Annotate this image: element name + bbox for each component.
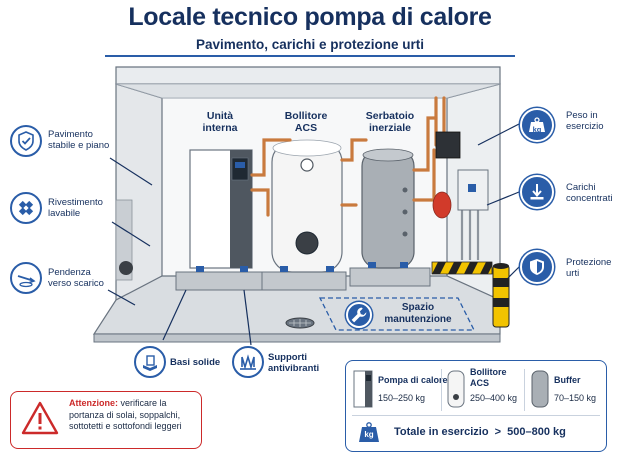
callout-solid-bases: Basi solide — [170, 357, 221, 368]
heat-pump-icon — [352, 369, 374, 409]
indoor-unit-display — [231, 157, 249, 181]
label-indoor-unit: Unità interna — [202, 110, 238, 134]
total-value: 500–800 kg — [507, 426, 566, 438]
maintenance-area — [318, 297, 476, 331]
warning-body: verificare la portanza di solai, soppalc… — [69, 398, 182, 431]
loads-divider-horizontal — [352, 415, 600, 416]
load-item-buffer-range: 70–150 kg — [554, 393, 597, 403]
load-item-boiler-name: Bollitore ACS — [470, 367, 507, 388]
shield-check-icon — [10, 125, 42, 157]
weight-kg-badge: kg — [532, 125, 542, 134]
label-buffer-tank: Serbatoio inerziale — [365, 110, 415, 134]
tile-icon — [10, 192, 42, 224]
shield-icon — [520, 250, 554, 284]
title-divider — [105, 55, 515, 57]
callout-stable-floor: Pavimento stabile e piano — [48, 129, 110, 151]
boiler-icon — [446, 369, 466, 409]
total-label: Totale in esercizio — [394, 426, 489, 438]
callout-anti-vibration: Supporti antivibranti — [268, 352, 320, 374]
ceiling-inner — [115, 83, 501, 99]
load-item-buffer-name: Buffer — [554, 375, 581, 385]
callout-slope-to-drain: Pendenza verso scarico — [48, 267, 104, 289]
expansion-vessel — [432, 191, 452, 219]
weight-kg-icon: kg — [520, 108, 554, 142]
load-item-heat-pump-name: Pompa di calore — [378, 375, 448, 385]
floor-slab-edge — [93, 333, 501, 343]
total-kg-icon: kg — [356, 419, 382, 445]
total-operating-load: Totale in esercizio > 500–800 kg — [394, 426, 566, 438]
total-sign: > — [494, 426, 502, 438]
warning-triangle-icon — [20, 400, 60, 436]
buffer-tank-icon — [530, 369, 550, 409]
arrow-down-load-icon — [520, 175, 554, 209]
base-boiler — [261, 271, 347, 291]
pipe-manifold — [435, 131, 461, 159]
callout-leaders — [107, 123, 521, 346]
hazard-stripe — [431, 261, 493, 275]
loads-summary-box: Pompa di calore 150–250 kg Bollitore ACS… — [345, 360, 607, 452]
load-item-boiler-range: 250–400 kg — [470, 393, 518, 403]
callout-concentrated-loads: Carichi concentrati — [566, 182, 613, 204]
boiler-flange — [295, 231, 319, 255]
callout-impact-protection: Protezione urti — [566, 257, 612, 279]
loads-divider — [524, 369, 525, 411]
car-silhouette — [115, 199, 133, 281]
slope-icon — [10, 262, 42, 294]
impact-bollard — [492, 263, 510, 328]
page-title: Locale tecnico pompa di calore — [128, 3, 492, 31]
boiler-gauge — [300, 158, 314, 172]
label-maintenance-space: Spazio manutenzione — [384, 302, 452, 325]
spring-icon — [232, 346, 264, 378]
callout-operating-weight: Peso in esercizio — [566, 110, 604, 132]
label-boiler: Bollitore ACS — [284, 110, 328, 134]
total-kg-badge: kg — [364, 430, 374, 439]
warning-box: Attenzione: verificare la portanza di so… — [10, 391, 202, 449]
base-tank — [349, 267, 431, 287]
callout-washable-coating: Rivestimento lavabile — [48, 197, 103, 219]
floor-drain — [285, 317, 315, 329]
load-item-heat-pump-range: 150–250 kg — [378, 393, 426, 403]
warning-text: Attenzione: verificare la portanza di so… — [69, 398, 201, 433]
warning-title: Attenzione: — [69, 398, 118, 408]
base-block-icon — [134, 346, 166, 378]
loads-divider — [441, 369, 442, 411]
buffer-tank-body — [361, 149, 415, 269]
ceiling-slab — [115, 66, 501, 85]
wrench-icon — [346, 302, 372, 328]
page-subtitle: Pavimento, carichi e protezione urti — [195, 37, 425, 52]
base-unit — [175, 271, 263, 291]
